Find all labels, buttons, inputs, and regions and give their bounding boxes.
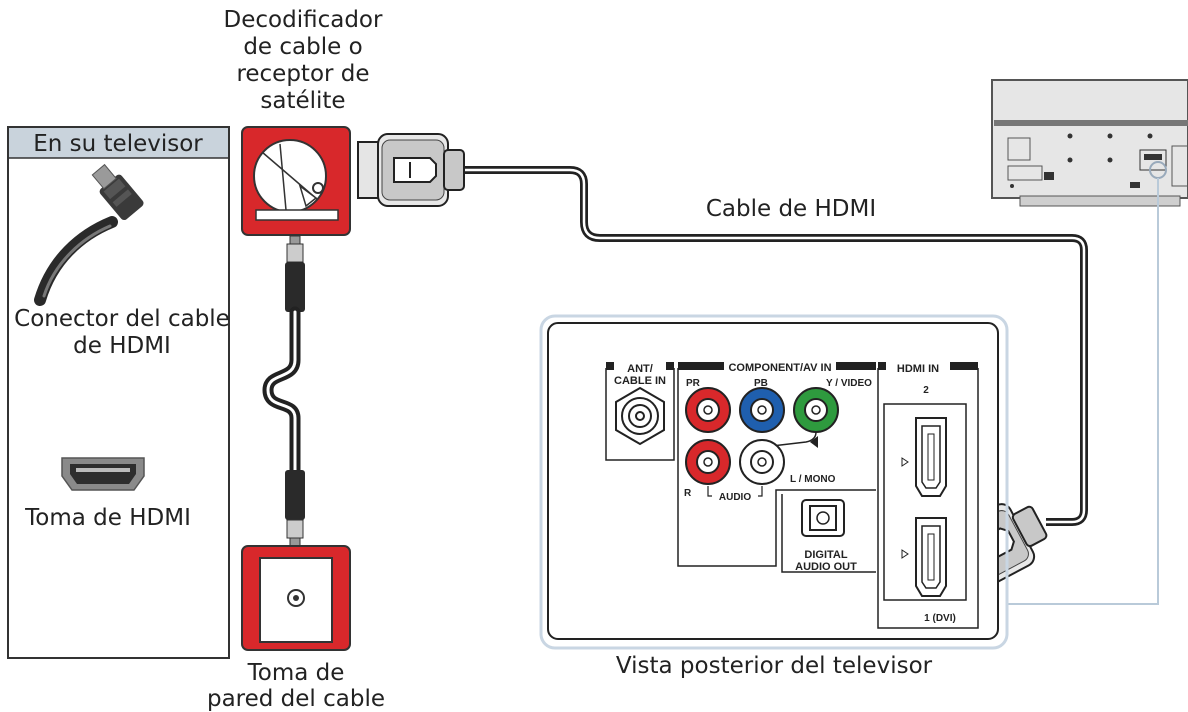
legend-panel: En su televisor Conector del cable de HD…	[7, 126, 230, 659]
digital-label-line2: AUDIO OUT	[795, 561, 857, 573]
component-label: COMPONENT/AV IN	[728, 362, 831, 374]
box-label: Decodificador de cable o receptor de sat…	[224, 7, 383, 114]
legend-header-bg	[9, 128, 228, 158]
ant-label-line2: CABLE IN	[614, 375, 666, 387]
r-label: R	[684, 488, 692, 499]
y-video-jack-green	[793, 387, 839, 433]
ant-label-line1: ANT/	[627, 363, 653, 375]
panel-outer-frame	[539, 314, 1009, 650]
audio-l-jack-white	[739, 439, 785, 485]
cable-label: Cable de HDMI	[706, 196, 876, 222]
digital-label-line1: DIGITAL	[804, 549, 847, 561]
callout-line	[1008, 178, 1159, 605]
satellite-box-icon	[241, 126, 351, 236]
pr-label: PR	[686, 378, 701, 389]
ant-cable-in-section: ANT/ CABLE IN	[605, 362, 675, 461]
hdmi-connector-label-line2: de HDMI	[73, 333, 171, 359]
lmono-label: L / MONO	[790, 474, 836, 485]
hdmi-jack-icon	[61, 457, 145, 491]
hdmi-cable-connector-icon	[34, 163, 144, 306]
wall-label-line1: Toma de	[247, 660, 345, 686]
hdmi-plug-box-icon	[357, 133, 465, 207]
box-label-line3: receptor de	[236, 61, 369, 87]
pb-label: PB	[754, 378, 768, 389]
wall-outlet-icon	[241, 545, 351, 651]
legend-frame	[7, 126, 230, 659]
hdmi-port-2-icon	[901, 417, 947, 497]
wall-label-line2: pared del cable	[207, 686, 385, 712]
hdmi-in-label: HDMI IN	[897, 363, 939, 375]
coax-jack-icon	[615, 386, 665, 446]
tv-back-thumbnail	[991, 79, 1188, 207]
box-label-line2: de cable o	[243, 34, 362, 60]
port2-label: 2	[923, 385, 929, 396]
hdmi-cable	[462, 166, 1088, 526]
rear-view-label: Vista posterior del televisor	[616, 653, 933, 679]
hdmi-connector-label-line1: Conector del cable	[14, 306, 230, 332]
optical-jack-icon	[801, 499, 845, 537]
rear-panel: ANT/ CABLE IN COMPONENT/AV IN PR PB Y / …	[539, 314, 1009, 650]
hdmi-port-1-icon	[901, 517, 947, 597]
audio-r-jack-red	[685, 439, 731, 485]
component-av-section: COMPONENT/AV IN PR PB Y / VIDEO	[677, 362, 876, 567]
legend-header: En su televisor	[33, 131, 203, 157]
hdmi-in-section: HDMI IN 2 1 (DVI)	[877, 362, 979, 629]
pb-jack-blue	[739, 387, 785, 433]
hdmi-jack-label: Toma de HDMI	[24, 505, 191, 531]
pr-jack-red	[685, 387, 731, 433]
yvideo-label: Y / VIDEO	[826, 378, 872, 389]
coax-cable	[262, 235, 305, 547]
box-label-line4: satélite	[260, 88, 345, 114]
audio-label: AUDIO	[719, 492, 751, 503]
digital-audio-out-section: DIGITAL AUDIO OUT	[781, 494, 876, 573]
port1-label: 1 (DVI)	[924, 613, 956, 624]
box-label-line1: Decodificador	[224, 7, 383, 33]
